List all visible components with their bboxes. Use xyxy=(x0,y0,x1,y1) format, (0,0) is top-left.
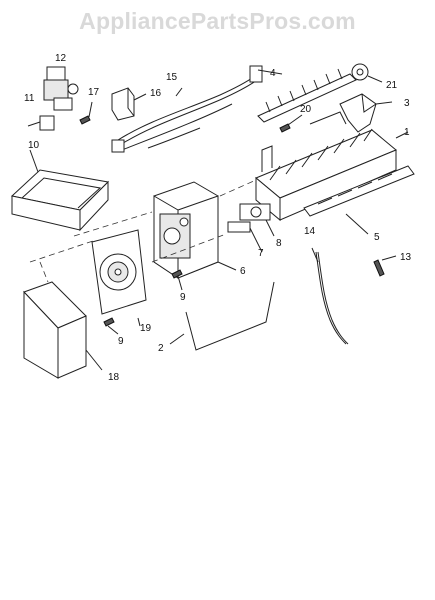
callout-9-lower: 9 xyxy=(118,336,124,347)
wire-loop-part-2[interactable] xyxy=(169,281,275,351)
ice-mold-part-1[interactable] xyxy=(255,111,409,222)
thermostat-part-8[interactable] xyxy=(239,203,275,237)
screw-part-13[interactable] xyxy=(373,255,397,277)
callout-17: 17 xyxy=(88,87,100,98)
heater-cover-part-5[interactable] xyxy=(303,165,415,235)
callout-11: 11 xyxy=(24,93,35,104)
watermark-logo: AppliancePartsPros.com xyxy=(79,8,356,34)
callout-1: 1 xyxy=(404,127,410,138)
ice-bin-part-10[interactable] xyxy=(10,149,110,232)
callout-8: 8 xyxy=(276,238,282,249)
callout-16: 16 xyxy=(150,88,162,99)
screw-part-9-upper[interactable] xyxy=(171,269,183,291)
shutoff-bracket-part-3[interactable] xyxy=(339,93,393,133)
callout-7: 7 xyxy=(258,248,264,259)
callout-3: 3 xyxy=(404,98,410,109)
ejector-part-4[interactable] xyxy=(257,68,357,123)
callout-19: 19 xyxy=(140,323,152,334)
motor-housing-part-6[interactable] xyxy=(153,181,237,279)
shaft-part-7[interactable] xyxy=(227,221,263,253)
callout-13: 13 xyxy=(400,252,412,263)
cover-part-18[interactable] xyxy=(23,281,103,379)
screw-part-20[interactable] xyxy=(279,114,303,133)
callout-2: 2 xyxy=(158,343,164,354)
callout-21: 21 xyxy=(386,80,398,91)
fill-tube-part-14[interactable] xyxy=(311,247,349,345)
screw-part-17[interactable] xyxy=(79,101,93,125)
wire-harness-part-15[interactable] xyxy=(111,65,263,153)
water-valve-part[interactable] xyxy=(27,66,79,131)
callout-4: 4 xyxy=(270,68,276,79)
control-module-part-19[interactable] xyxy=(91,229,147,327)
callout-9-upper: 9 xyxy=(180,292,186,303)
callout-20: 20 xyxy=(300,104,312,115)
callout-15: 15 xyxy=(166,72,178,83)
callout-14: 14 xyxy=(304,226,316,237)
callout-12: 12 xyxy=(55,53,67,64)
callout-10: 10 xyxy=(28,140,40,151)
callout-5: 5 xyxy=(374,232,380,243)
callout-6: 6 xyxy=(240,266,246,277)
knob-part-21[interactable] xyxy=(351,63,383,83)
screw-part-9-lower[interactable] xyxy=(103,317,119,335)
callout-18: 18 xyxy=(108,372,120,383)
bracket-part-16[interactable] xyxy=(111,87,147,121)
assembly-guide-line xyxy=(29,179,257,283)
